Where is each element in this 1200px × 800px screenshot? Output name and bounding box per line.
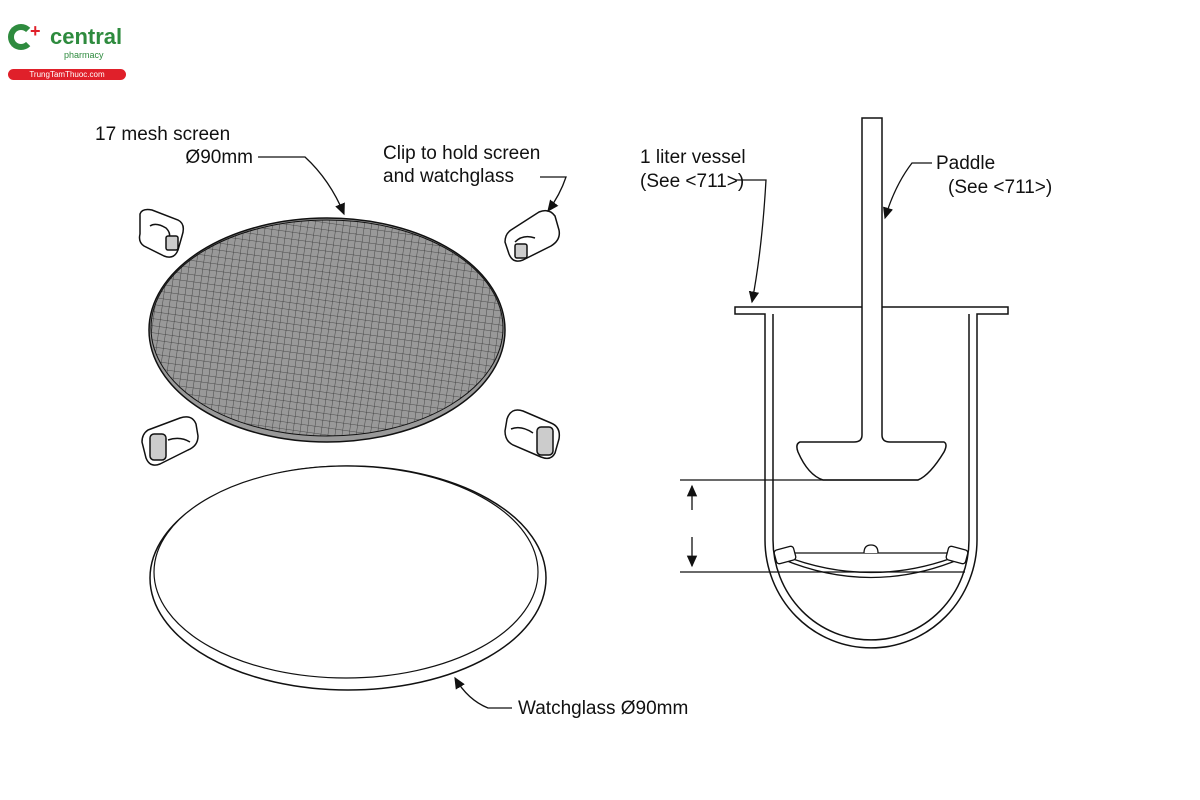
- logo-band: TrungTamThuoc.com: [8, 69, 126, 80]
- screen-assembly-in-vessel: [773, 544, 969, 579]
- watchglass: [149, 465, 547, 691]
- clip-top-left: [138, 208, 185, 258]
- height-dimension: [680, 479, 965, 573]
- vessel-label-2: (See <711>): [640, 171, 744, 192]
- logo-subtitle: pharmacy: [64, 50, 104, 60]
- paddle-label-2: (See <711>): [948, 177, 1052, 198]
- watchglass-leader: [454, 676, 512, 709]
- clip-bottom-left: [141, 416, 199, 466]
- clips: [138, 208, 561, 466]
- clip-top-right: [504, 209, 561, 262]
- mesh-label-2: Ø90mm: [185, 147, 253, 168]
- vessel-leader: [735, 179, 767, 304]
- paddle-leader: [883, 162, 932, 220]
- logo-name: central: [50, 24, 123, 49]
- clip-label-1: Clip to hold screen: [383, 143, 540, 164]
- mesh-label-1: 17 mesh screen: [95, 124, 230, 145]
- clip-leader: [540, 176, 567, 213]
- clip-label-2: and watchglass: [383, 166, 514, 187]
- mesh-leader: [258, 156, 345, 216]
- watchglass-label: Watchglass Ø90mm: [518, 698, 688, 719]
- vessel-label-1: 1 liter vessel: [640, 147, 746, 168]
- logo-c-icon: [8, 24, 34, 50]
- logo-plus-icon: +: [30, 21, 41, 41]
- clip-bottom-right: [504, 409, 561, 460]
- central-pharmacy-logo: + central pharmacy TrungTamThuoc.com: [6, 22, 128, 82]
- paddle-label-1: Paddle: [936, 153, 995, 174]
- mesh-screen: [148, 217, 506, 443]
